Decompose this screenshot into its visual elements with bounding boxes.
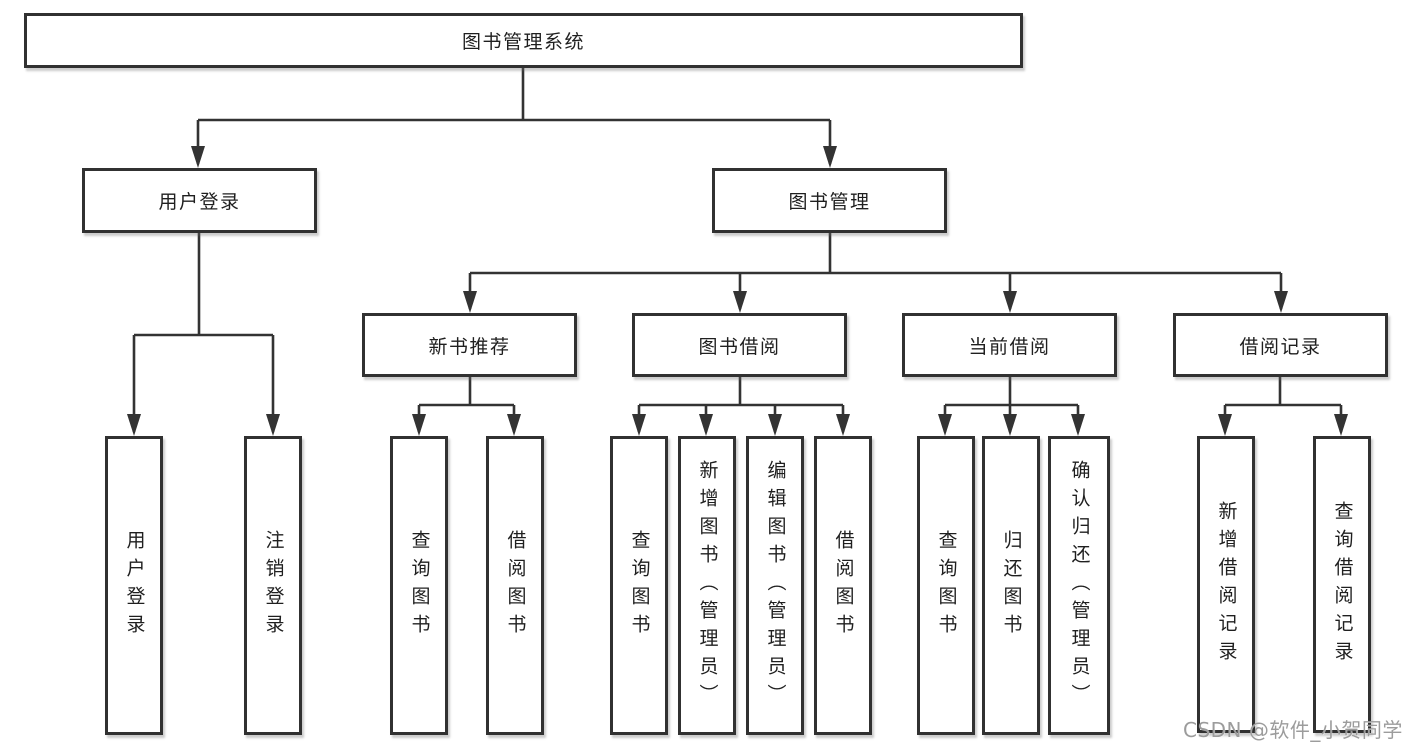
node-label: 新增图书（管理员） — [696, 459, 719, 712]
leaf-add-book-admin: 新增图书（管理员） — [678, 436, 736, 735]
leaf-confirm-return-admin: 确认归还（管理员） — [1048, 436, 1110, 735]
node-new-book-recommend: 新书推荐 — [362, 313, 577, 377]
node-label: 编辑图书（管理员） — [764, 459, 787, 712]
node-label: 当前借阅 — [968, 335, 1051, 358]
node-label: 用户登录 — [158, 191, 241, 213]
node-user-login: 用户登录 — [82, 168, 317, 233]
leaf-edit-book-admin: 编辑图书（管理员） — [746, 436, 804, 735]
node-label: 归还图书 — [1000, 529, 1023, 642]
leaf-add-borrow-record: 新增借阅记录 — [1197, 436, 1255, 733]
leaf-user-login: 用户登录 — [105, 436, 163, 735]
node-book-management: 图书管理 — [712, 168, 947, 233]
node-label: 图书管理 — [788, 191, 871, 213]
node-book-borrowing: 图书借阅 — [632, 313, 847, 377]
node-label: 新增借阅记录 — [1215, 500, 1238, 669]
leaf-borrow-books-borrowing: 借阅图书 — [814, 436, 872, 735]
leaf-query-books-borrowing: 查询图书 — [610, 436, 668, 735]
node-label: 确认归还（管理员） — [1068, 459, 1091, 712]
leaf-query-books-current: 查询图书 — [917, 436, 975, 735]
node-label: 借阅图书 — [504, 529, 527, 642]
node-label: 新书推荐 — [428, 335, 511, 358]
node-label: 借阅记录 — [1239, 335, 1322, 358]
leaf-borrow-books-recommend: 借阅图书 — [486, 436, 544, 735]
node-label: 查询图书 — [935, 529, 958, 642]
node-borrowing-records: 借阅记录 — [1173, 313, 1388, 377]
node-library-system: 图书管理系统 — [24, 13, 1023, 68]
leaf-query-borrow-record: 查询借阅记录 — [1313, 436, 1371, 733]
node-label: 查询图书 — [408, 529, 431, 642]
leaf-query-books-recommend: 查询图书 — [390, 436, 448, 735]
node-label: 图书管理系统 — [461, 31, 585, 53]
node-label: 查询图书 — [628, 529, 651, 642]
leaf-return-books: 归还图书 — [982, 436, 1040, 735]
node-label: 借阅图书 — [832, 529, 855, 642]
csdn-watermark: CSDN @软件_小贺同学 — [1183, 718, 1403, 742]
node-label: 用户登录 — [123, 529, 146, 642]
node-current-borrowing: 当前借阅 — [902, 313, 1117, 377]
node-label: 注销登录 — [262, 529, 285, 642]
node-label: 查询借阅记录 — [1331, 500, 1354, 669]
leaf-logout: 注销登录 — [244, 436, 302, 735]
node-label: 图书借阅 — [698, 335, 781, 358]
